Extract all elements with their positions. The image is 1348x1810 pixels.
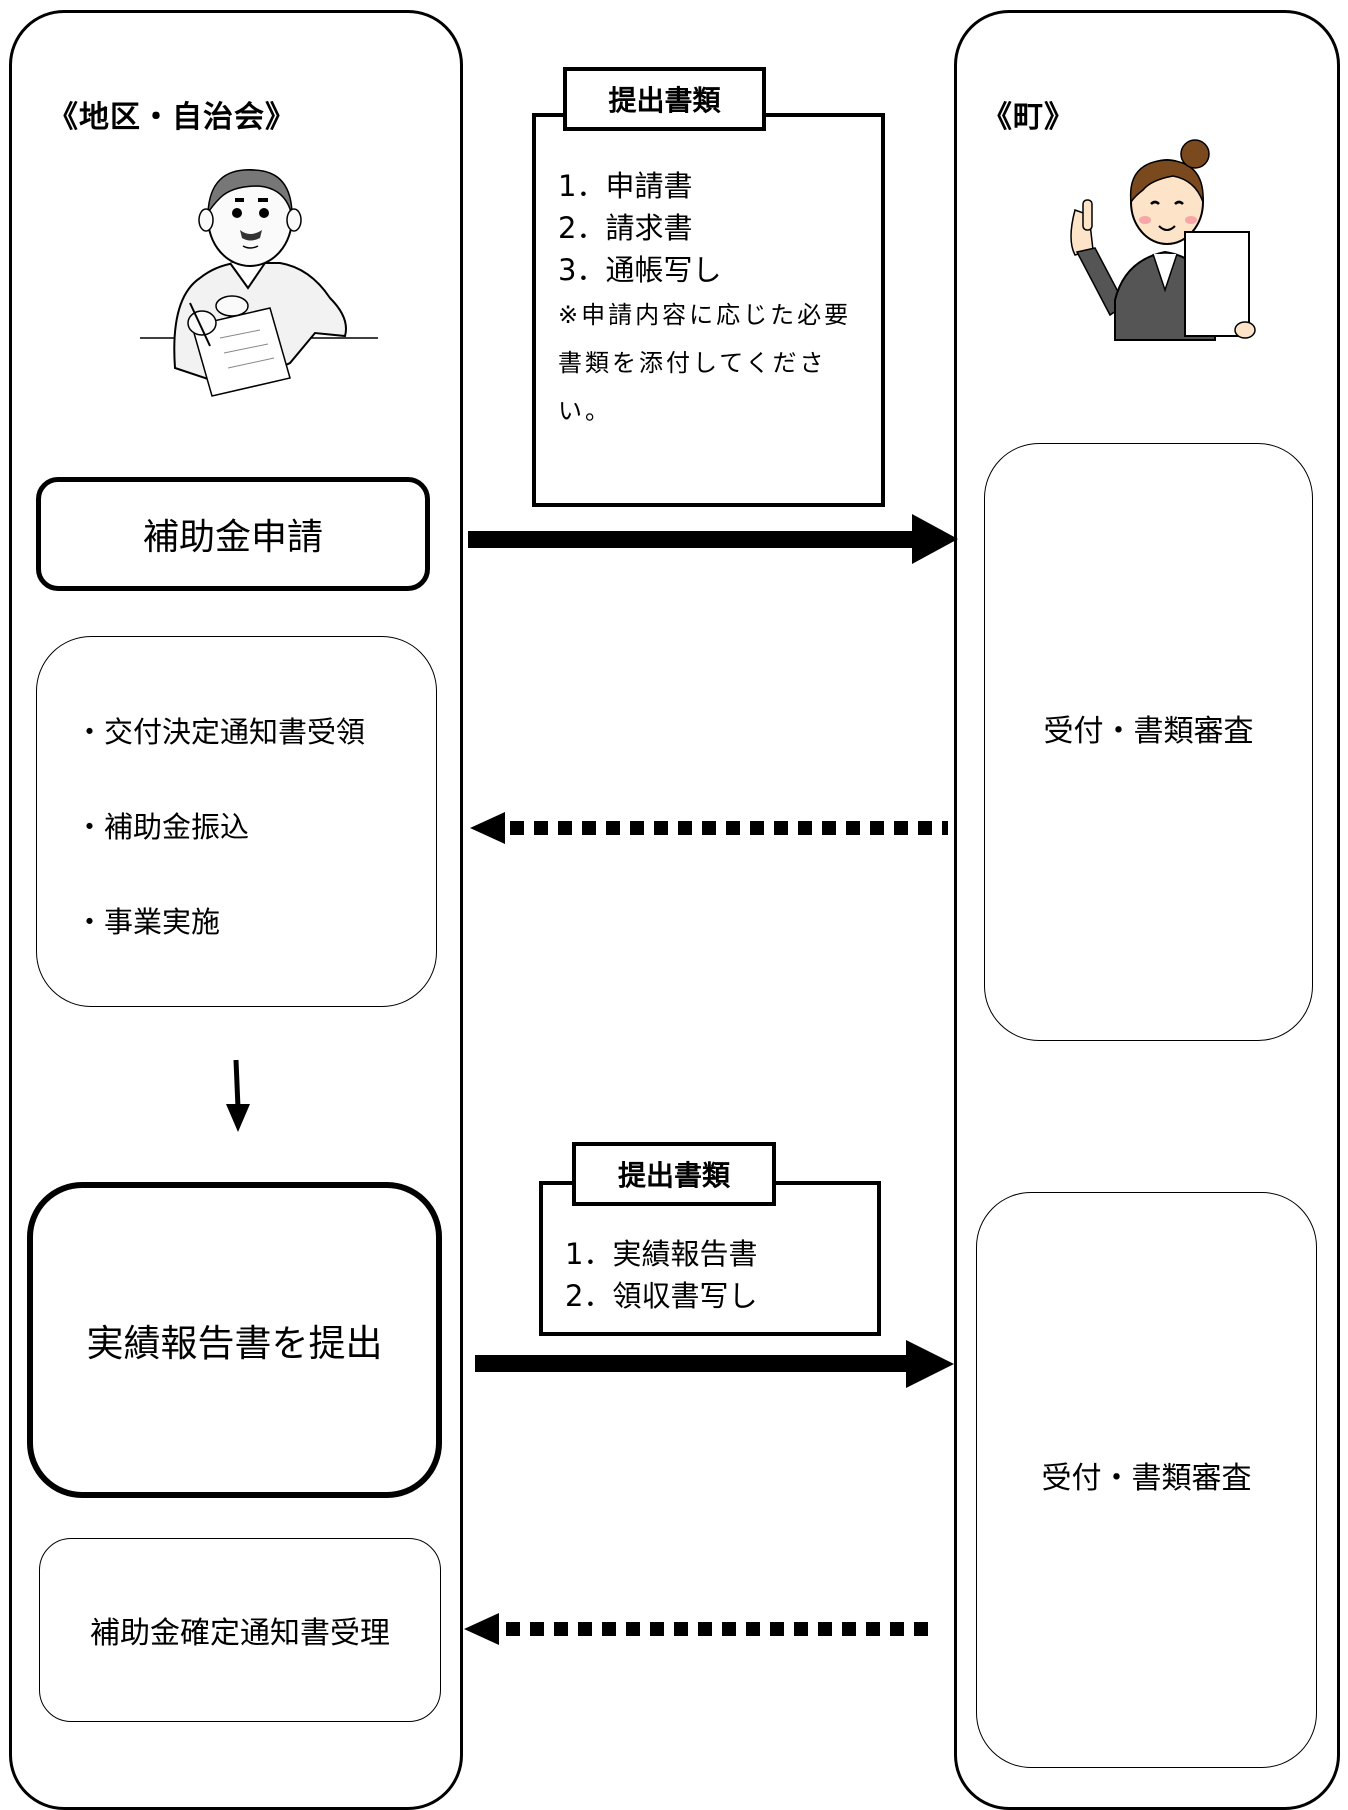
submit-docs-box-2: 1．実績報告書 2．領収書写し — [539, 1181, 881, 1336]
decision-item-3: ・事業実施 — [75, 905, 221, 939]
review-step-1: 受付・書類審査 — [984, 443, 1313, 1041]
doc1-item-3: 3．通帳写し — [558, 253, 722, 287]
review-1-label: 受付・書類審査 — [1043, 714, 1254, 749]
decision-item-1: ・交付決定通知書受領 — [75, 715, 366, 749]
doc1-item-2: 2．請求書 — [558, 211, 693, 245]
submit-docs-tab-1: 提出書類 — [563, 67, 766, 131]
doc2-item-2: 2．領収書写し — [565, 1279, 758, 1313]
final-notice-step: 補助金確定通知書受理 — [39, 1538, 441, 1722]
doc1-item-1: 1．申請書 — [558, 169, 693, 203]
decision-received-step: ・交付決定通知書受領 ・補助金振込 ・事業実施 — [36, 636, 437, 1007]
right-lane-title: 《町》 — [982, 100, 1075, 135]
review-2-label: 受付・書類審査 — [1041, 1461, 1252, 1496]
decision-item-2: ・補助金振込 — [75, 810, 250, 844]
review-step-2: 受付・書類審査 — [976, 1192, 1317, 1768]
apply-subsidy-step: 補助金申請 — [36, 477, 430, 591]
man-writing-illustration — [140, 169, 378, 397]
doc1-note: ※申請内容に応じた必要書類を添付してください。 — [558, 301, 852, 425]
left-lane-title: 《地区・自治会》 — [48, 100, 296, 135]
submit-docs-tab-2: 提出書類 — [572, 1142, 776, 1206]
doc2-item-1: 1．実績報告書 — [565, 1237, 758, 1271]
staff-woman-illustration — [1070, 139, 1256, 341]
submit-report-step: 実績報告書を提出 — [27, 1182, 442, 1498]
